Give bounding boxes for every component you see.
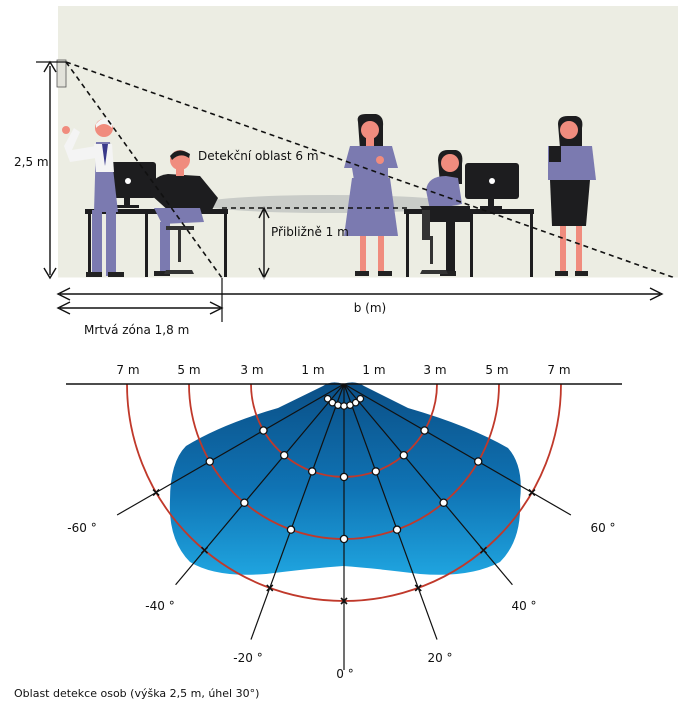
- distance-label-left-3m: 3 m: [240, 363, 263, 377]
- angle-label-neg40: -40 °: [145, 599, 174, 613]
- width-label: b (m): [354, 301, 386, 315]
- distance-label-right-1m: 1 m: [362, 363, 385, 377]
- angle-rays: [116, 383, 572, 670]
- distance-label-left-5m: 5 m: [177, 363, 200, 377]
- marker-cross: [266, 584, 274, 592]
- angle-label-neg20: -20 °: [233, 651, 262, 665]
- person-standing-man: [62, 118, 124, 277]
- distance-label-right-5m: 5 m: [485, 363, 508, 377]
- marker-dot: [392, 525, 402, 534]
- dead-zone-label: Mrtvá zóna 1,8 m: [84, 323, 189, 337]
- person-standing-woman: [344, 114, 398, 276]
- detection-area-label: Detekční oblast 6 m: [198, 149, 319, 163]
- ray-markers: [152, 394, 536, 605]
- distance-label-left-7m: 7 m: [116, 363, 139, 377]
- angle-label-zero: 0 °: [336, 667, 353, 681]
- marker-dot: [399, 450, 409, 460]
- marker-dot: [439, 498, 448, 507]
- approx-height-label: Přibližně 1 m: [271, 225, 349, 239]
- marker-dot: [323, 394, 332, 403]
- distance-label-right-3m: 3 m: [423, 363, 446, 377]
- marker-dot: [351, 398, 360, 407]
- distance-label-left-1m: 1 m: [301, 363, 324, 377]
- marker-dot: [279, 450, 289, 460]
- angle-ray: [343, 383, 438, 640]
- marker-dot: [339, 472, 349, 482]
- angle-label-pos60: 60 °: [590, 521, 615, 535]
- sensor-icon: [56, 59, 67, 88]
- marker-dot: [371, 467, 381, 476]
- marker-dot: [340, 402, 348, 410]
- marker-dot: [240, 498, 249, 507]
- marker-dot: [205, 457, 215, 466]
- marker-dot: [420, 426, 429, 435]
- angle-ray: [250, 383, 345, 640]
- marker-dot: [307, 467, 317, 476]
- marker-dot: [334, 401, 342, 409]
- person-seated-man: [150, 150, 218, 276]
- marker-cross: [152, 488, 160, 497]
- marker-dot: [286, 525, 296, 534]
- top-view: 7 m 5 m 3 m 1 m 1 m 3 m 5 m 7 m -60 ° -4…: [66, 363, 622, 681]
- angle-label-neg60: -60 °: [67, 521, 96, 535]
- marker-cross: [479, 546, 488, 554]
- distance-label-right-7m: 7 m: [547, 363, 570, 377]
- person-seated-woman: [420, 150, 470, 276]
- angle-label-pos20: 20 °: [427, 651, 452, 665]
- marker-dot: [339, 534, 349, 544]
- person-standing-woman-tablet: [548, 116, 596, 276]
- marker-dot: [259, 426, 268, 435]
- marker-dot: [356, 394, 365, 403]
- marker-cross: [200, 546, 209, 554]
- angle-label-pos40: 40 °: [511, 599, 536, 613]
- caption: Oblast detekce osob (výška 2,5 m, úhel 3…: [14, 687, 259, 700]
- marker-cross: [414, 584, 422, 592]
- marker-dot: [473, 457, 483, 466]
- marker-cross: [340, 597, 348, 605]
- height-label: 2,5 m: [14, 155, 49, 169]
- side-view: 2,5 m Přibližně 1 m Detekční oblast 6 m …: [14, 6, 678, 337]
- marker-cross: [528, 488, 536, 497]
